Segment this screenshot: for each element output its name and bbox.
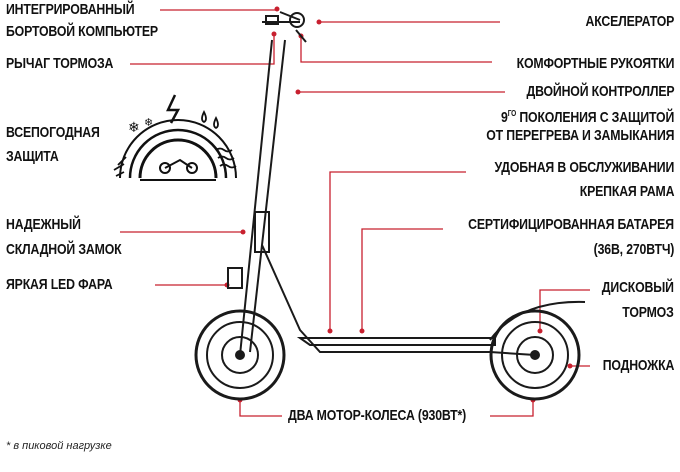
front-wheel bbox=[194, 309, 286, 401]
gen-rest: ПОКОЛЕНИЯ С ЗАЩИТОЙ bbox=[515, 109, 674, 126]
label-grips: КОМФОРТНЫЕ РУКОЯТКИ bbox=[516, 55, 674, 72]
label-lock-1: НАДЕЖНЫЙ bbox=[6, 216, 81, 233]
label-weather-1: ВСЕПОГОДНАЯ bbox=[6, 124, 100, 141]
label-computer-1: ИНТЕГРИРОВАННЫЙ bbox=[6, 1, 135, 18]
label-frame-2: КРЕПКАЯ РАМА bbox=[579, 183, 674, 200]
label-frame-1: УДОБНАЯ В ОБСЛУЖИВАНИИ bbox=[494, 159, 674, 176]
label-motors: ДВА МОТОР-КОЛЕСА (930ВТ*) bbox=[288, 407, 467, 424]
scooter-illustration bbox=[194, 11, 586, 401]
weather-protection-icon: ❄ ❄ bbox=[113, 94, 237, 181]
label-computer-2: БОРТОВОЙ КОМПЬЮТЕР bbox=[6, 23, 158, 40]
label-controller-3: ОТ ПЕРЕГРЕВА И ЗАМЫКАНИЯ bbox=[485, 127, 674, 144]
label-kickstand: ПОДНОЖКА bbox=[602, 357, 675, 374]
label-brake-lever: РЫЧАГ ТОРМОЗА bbox=[6, 55, 114, 72]
label-accelerator: АКСЕЛЕРАТОР bbox=[585, 13, 674, 30]
gen-sup: ГО bbox=[507, 109, 517, 118]
footnote: * в пиковой нагрузке bbox=[6, 440, 112, 452]
label-battery-1: СЕРТИФИЦИРОВАННАЯ БАТАРЕЯ bbox=[468, 216, 674, 233]
gen-num: 9 bbox=[500, 109, 508, 126]
label-led: ЯРКАЯ LED ФАРА bbox=[6, 276, 113, 293]
label-controller-1: ДВОЙНОЙ КОНТРОЛЛЕР bbox=[526, 83, 674, 100]
callout-dots bbox=[224, 6, 573, 403]
callout-lines bbox=[120, 9, 590, 417]
label-battery-2: (36В, 270ВТЧ) bbox=[593, 241, 674, 258]
rear-wheel bbox=[489, 309, 581, 401]
label-weather-2: ЗАЩИТА bbox=[6, 148, 59, 165]
svg-text:❄: ❄ bbox=[144, 117, 153, 129]
svg-text:❄: ❄ bbox=[128, 119, 140, 135]
label-controller-2: 9ГО ПОКОЛЕНИЯ С ЗАЩИТОЙ bbox=[501, 102, 674, 130]
label-disc-brake-2: ТОРМОЗ bbox=[622, 304, 675, 321]
label-lock-2: СКЛАДНОЙ ЗАМОК bbox=[6, 241, 122, 258]
label-disc-brake-1: ДИСКОВЫЙ bbox=[601, 279, 674, 296]
